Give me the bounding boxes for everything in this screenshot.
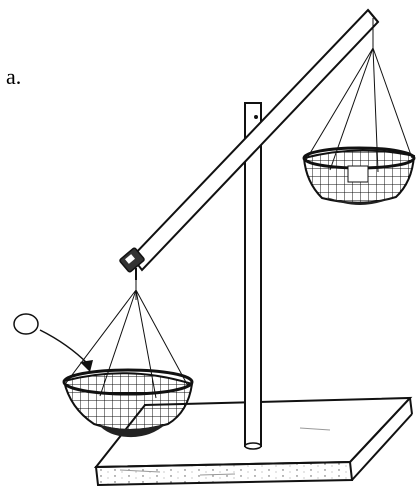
upright-post (244, 102, 262, 450)
counterweight-clip (119, 247, 145, 280)
left-basket (62, 280, 194, 438)
figure-label: a. (6, 64, 22, 89)
motion-arrow (39, 329, 93, 372)
ball (13, 313, 39, 335)
right-basket (302, 18, 416, 205)
